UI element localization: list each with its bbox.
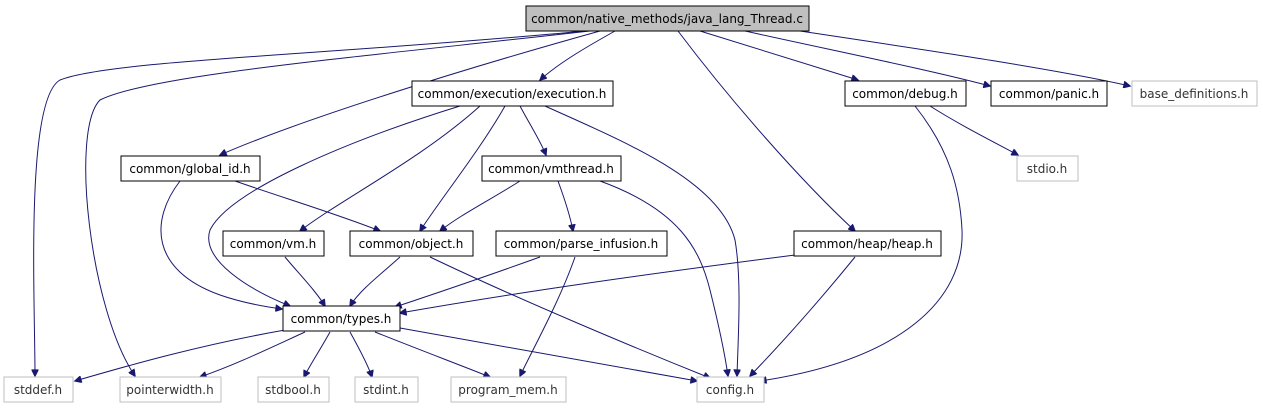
edge-debug-stdio <box>929 105 1018 155</box>
node-vm-box <box>222 230 325 257</box>
edge-root-debug <box>699 30 858 80</box>
node-vmthread-box <box>481 155 622 182</box>
edge-types-stddef <box>75 329 286 381</box>
edge-object-config <box>429 256 710 378</box>
edge-root-stddef <box>34 30 586 376</box>
node-stdbool-box <box>257 376 330 403</box>
node-config-box <box>696 376 765 403</box>
node-panic-label: common/panic.h <box>999 87 1099 101</box>
node-debug[interactable]: common/debug.h <box>844 80 967 107</box>
node-stdbool-label: stdbool.h <box>265 383 321 397</box>
edge-types-program-mem <box>374 331 490 377</box>
node-base-definitions-label: base_definitions.h <box>1140 87 1249 101</box>
node-stdio-box <box>1016 155 1079 182</box>
nodes: common/native_methods/java_lang_Thread.c… <box>3 5 1258 403</box>
node-parse-infusion-box <box>495 230 668 257</box>
node-types-box <box>282 305 401 332</box>
node-panic-box <box>990 80 1108 107</box>
edge-execution-object <box>420 105 506 231</box>
node-types-label: common/types.h <box>291 312 392 326</box>
node-heap-box <box>793 230 942 257</box>
node-vm-label: common/vm.h <box>230 237 317 251</box>
edge-object-types <box>350 256 401 306</box>
node-global-id[interactable]: common/global_id.h <box>120 155 261 182</box>
node-pointerwidth-box <box>119 376 222 403</box>
edge-types-stdint <box>349 331 372 377</box>
node-heap[interactable]: common/heap/heap.h <box>793 230 942 257</box>
edge-global-id-types <box>160 180 282 309</box>
node-program-mem-box <box>450 376 567 403</box>
node-types[interactable]: common/types.h <box>282 305 401 332</box>
node-root-box <box>525 5 810 32</box>
node-panic[interactable]: common/panic.h <box>990 80 1108 107</box>
edge-vm-types <box>284 256 325 306</box>
node-stdio-label: stdio.h <box>1027 162 1067 176</box>
node-stddef-box <box>3 376 74 403</box>
edge-vmthread-parse-infusion <box>557 180 573 231</box>
edge-vmthread-config <box>599 180 728 376</box>
node-root-label: common/native_methods/java_lang_Thread.c <box>531 12 803 26</box>
node-parse-infusion-label: common/parse_infusion.h <box>504 237 659 251</box>
node-stdint[interactable]: stdint.h <box>354 376 419 403</box>
edge-debug-config <box>760 105 963 381</box>
edge-root-execution <box>540 30 616 80</box>
node-object-box <box>349 230 474 257</box>
node-execution-label: common/execution/execution.h <box>418 87 607 101</box>
node-program-mem-label: program_mem.h <box>458 383 557 397</box>
edge-types-pointerwidth <box>200 331 306 377</box>
node-stdbool[interactable]: stdbool.h <box>257 376 330 403</box>
edge-root-base-definitions <box>799 30 1130 86</box>
edge-root-panic <box>744 30 990 86</box>
node-stddef[interactable]: stddef.h <box>3 376 74 403</box>
node-stddef-label: stddef.h <box>14 383 62 397</box>
node-base-definitions-box <box>1131 80 1258 107</box>
edge-root-pointerwidth <box>85 30 591 376</box>
node-root[interactable]: common/native_methods/java_lang_Thread.c <box>525 5 810 32</box>
node-vm[interactable]: common/vm.h <box>222 230 325 257</box>
edge-types-config <box>399 327 697 381</box>
edge-types-stdbool <box>304 331 331 377</box>
node-program-mem[interactable]: program_mem.h <box>450 376 567 403</box>
node-execution-box <box>411 80 614 107</box>
edge-heap-config <box>750 256 856 376</box>
edge-global-id-object <box>234 180 380 231</box>
node-stdio[interactable]: stdio.h <box>1016 155 1079 182</box>
node-global-id-box <box>120 155 261 182</box>
node-vmthread[interactable]: common/vmthread.h <box>481 155 622 182</box>
node-global-id-label: common/global_id.h <box>129 162 250 176</box>
edge-execution-vm <box>300 105 481 231</box>
node-pointerwidth-label: pointerwidth.h <box>126 383 213 397</box>
edge-heap-types <box>400 254 796 313</box>
node-object-label: common/object.h <box>359 237 464 251</box>
node-base-definitions[interactable]: base_definitions.h <box>1131 80 1258 107</box>
node-stdint-label: stdint.h <box>363 383 409 397</box>
node-execution[interactable]: common/execution/execution.h <box>411 80 614 107</box>
node-debug-label: common/debug.h <box>852 87 958 101</box>
edge-root-global-id <box>220 30 601 155</box>
node-stdint-box <box>354 376 419 403</box>
node-parse-infusion[interactable]: common/parse_infusion.h <box>495 230 668 257</box>
edge-vmthread-object <box>440 180 521 231</box>
edge-execution-types <box>208 105 461 306</box>
node-debug-box <box>844 80 967 107</box>
edge-execution-vmthread <box>519 105 546 155</box>
node-vmthread-label: common/vmthread.h <box>488 162 614 176</box>
node-object[interactable]: common/object.h <box>349 230 474 257</box>
edge-parse-infusion-program-mem <box>520 256 576 376</box>
node-pointerwidth[interactable]: pointerwidth.h <box>119 376 222 403</box>
edge-parse-infusion-types <box>395 256 541 307</box>
edges <box>34 30 1130 381</box>
node-config[interactable]: config.h <box>696 376 765 403</box>
edge-root-heap <box>677 30 855 231</box>
edge-execution-config <box>544 105 739 376</box>
node-config-label: config.h <box>706 383 754 397</box>
node-heap-label: common/heap/heap.h <box>801 237 933 251</box>
